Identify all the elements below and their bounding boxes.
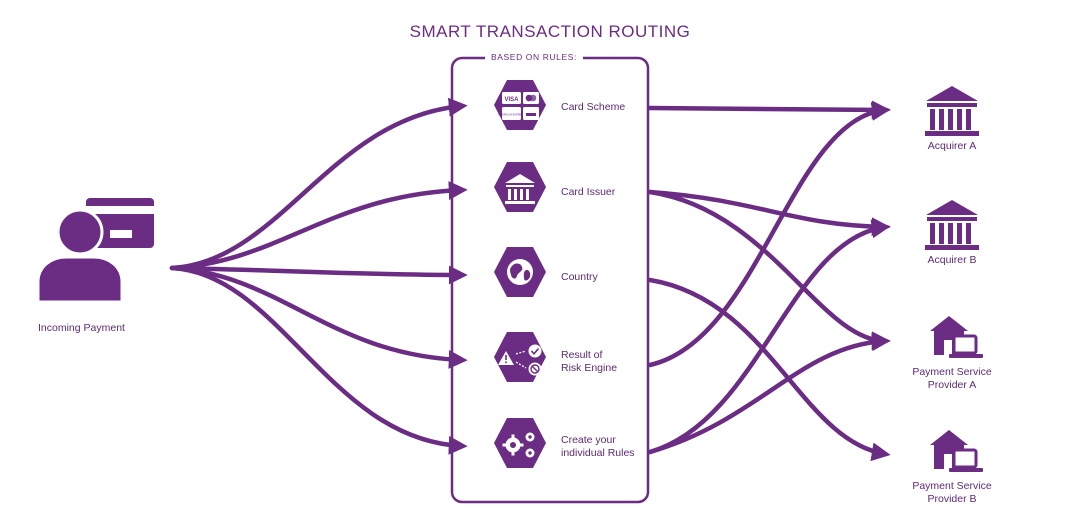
psp-b-house-laptop-icon [930, 430, 983, 472]
individual-rules-gears-icon [494, 418, 546, 468]
source-to-rules-lines [169, 97, 468, 455]
acquirer-b-bank-icon [925, 200, 979, 250]
rule-country-label: Country [561, 271, 598, 283]
svg-text:VISA: VISA [504, 97, 519, 103]
psp-a-label-line1: Payment Service [912, 366, 992, 378]
rule-card-issuer-label: Card Issuer [561, 186, 616, 198]
rule-individual-rules-label: Create your individual Rules [561, 434, 635, 460]
rule-risk-engine-label-line2: Risk Engine [561, 362, 618, 374]
line-card-issuer-acquirer-b [647, 189, 891, 237]
rule-individual-rules-label-line1: Create your [561, 434, 616, 446]
line-rules-acquirer-b [647, 219, 891, 455]
incoming-payment-label: Incoming Payment [38, 322, 125, 334]
line-card-scheme-acquirer-a [647, 100, 891, 120]
rules-to-destination-lines [647, 100, 891, 462]
line-to-card-issuer [169, 181, 468, 271]
psp-b-label: Payment Service Provider B [900, 480, 1004, 506]
acquirer-b-label: Acquirer B [927, 254, 977, 266]
line-to-card-scheme [169, 97, 468, 271]
svg-text:AMERICAN EXPRESS: AMERICAN EXPRESS [498, 113, 525, 117]
rule-individual-rules-label-line2: individual Rules [561, 447, 635, 459]
acquirer-a-bank-icon [925, 86, 979, 136]
psp-a-label: Payment Service Provider A [900, 366, 1004, 392]
diagram-title: SMART TRANSACTION ROUTING [409, 22, 691, 41]
line-rules-psp-a [647, 332, 891, 455]
rule-card-scheme-label: Card Scheme [561, 101, 626, 113]
country-globe-icon [494, 247, 546, 297]
rule-risk-engine-label-line1: Result of [561, 349, 603, 361]
acquirer-a-label: Acquirer A [927, 140, 977, 152]
line-to-individual-rules [169, 265, 468, 455]
psp-b-label-line2: Provider B [927, 493, 977, 505]
psp-b-label-line1: Payment Service [912, 480, 992, 492]
line-card-issuer-psp-a [647, 189, 891, 351]
line-country-psp-b [647, 277, 891, 462]
line-risk-acquirer-a [647, 102, 891, 368]
risk-engine-icon [494, 332, 546, 382]
card-issuer-bank-icon [494, 162, 546, 212]
card-scheme-icon: VISA AMERICAN EXPRESS [494, 80, 546, 130]
rule-risk-engine-label: Result of Risk Engine [561, 349, 617, 375]
incoming-payment-icon [36, 198, 154, 304]
line-to-risk-engine [169, 265, 468, 369]
rules-box-caption: BASED ON RULES: [485, 52, 583, 62]
line-to-country [169, 265, 468, 285]
psp-a-label-line2: Provider A [927, 379, 977, 391]
psp-a-house-laptop-icon [930, 316, 983, 358]
